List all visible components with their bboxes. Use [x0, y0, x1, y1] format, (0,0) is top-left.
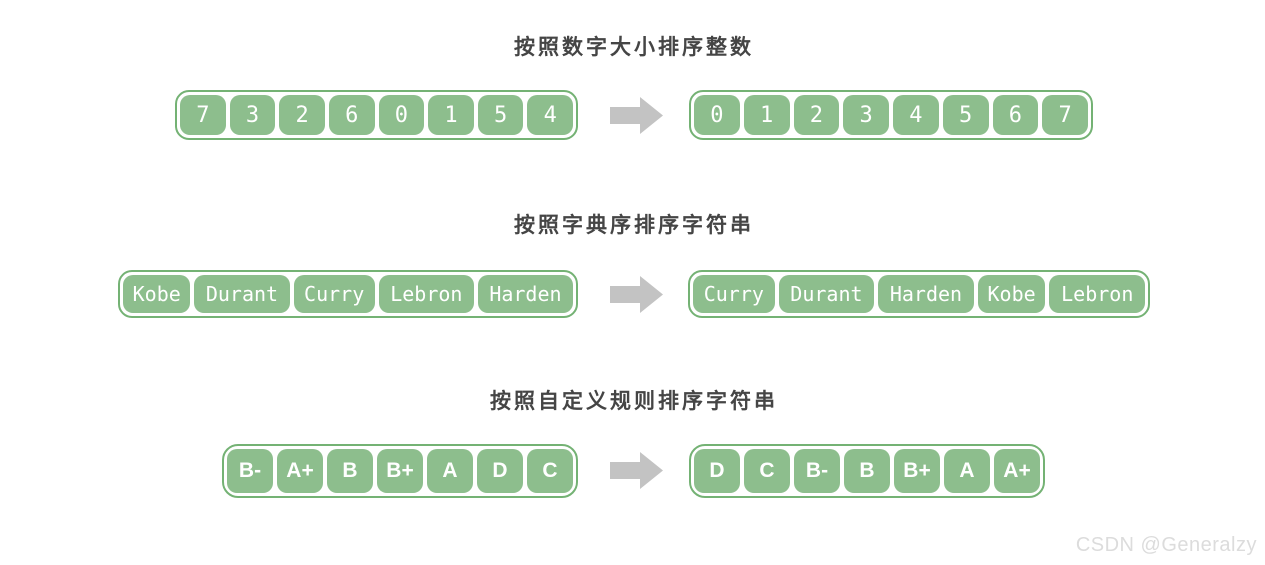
- array-cell: Kobe: [977, 275, 1046, 313]
- array-cell: 5: [477, 95, 524, 135]
- array-cell: Durant: [778, 275, 875, 313]
- array-cell: 0: [378, 95, 425, 135]
- array-cell: Durant: [194, 275, 290, 313]
- array-cell: B+: [894, 449, 940, 493]
- array-cell: 7: [180, 95, 226, 135]
- array-cell: A+: [277, 449, 323, 493]
- array-cell: 4: [893, 95, 939, 135]
- array-cell: Lebron: [378, 275, 474, 313]
- array-cell: B: [844, 449, 890, 493]
- array-cell: B+: [377, 449, 423, 493]
- array-cell: 3: [229, 95, 276, 135]
- array-cell: Harden: [477, 275, 573, 313]
- array-cell: 4: [527, 95, 573, 135]
- arrow-right-icon: [610, 97, 663, 134]
- array-cell: B: [327, 449, 373, 493]
- array-cell: Harden: [878, 275, 974, 313]
- arrow-right-icon: [610, 452, 663, 489]
- array-cell: 6: [992, 95, 1039, 135]
- array-cell: C: [744, 449, 790, 493]
- array-cell: 5: [942, 95, 989, 135]
- arrow-right-icon: [610, 276, 663, 313]
- array-cell: B-: [794, 449, 840, 493]
- array-cell: B-: [227, 449, 273, 493]
- array-cell: 2: [793, 95, 840, 135]
- array-cell: A: [427, 449, 473, 493]
- array-cell: 1: [428, 95, 474, 135]
- array-cell: D: [694, 449, 740, 493]
- array-cell: A+: [994, 449, 1040, 493]
- array-cell: D: [477, 449, 523, 493]
- array-cell: Lebron: [1049, 275, 1146, 313]
- array-cell: 2: [279, 95, 325, 135]
- array-cell: 0: [694, 95, 740, 135]
- array-cell: C: [527, 449, 573, 493]
- array-cell: 3: [843, 95, 889, 135]
- row-title-custom-rule: 按照自定义规则排序字符串: [490, 390, 778, 413]
- array-cell: 7: [1042, 95, 1088, 135]
- array-cell: Curry: [293, 275, 375, 313]
- array-cell: A: [944, 449, 990, 493]
- array-cell: Kobe: [123, 275, 191, 313]
- array-cell: 1: [743, 95, 790, 135]
- row-title-integers: 按照数字大小排序整数: [514, 36, 754, 59]
- array-cell: 6: [328, 95, 375, 135]
- row-title-lexicographic: 按照字典序排序字符串: [514, 214, 754, 237]
- array-cell: Curry: [693, 275, 775, 313]
- csdn-watermark: CSDN @Generalzy: [1075, 534, 1257, 556]
